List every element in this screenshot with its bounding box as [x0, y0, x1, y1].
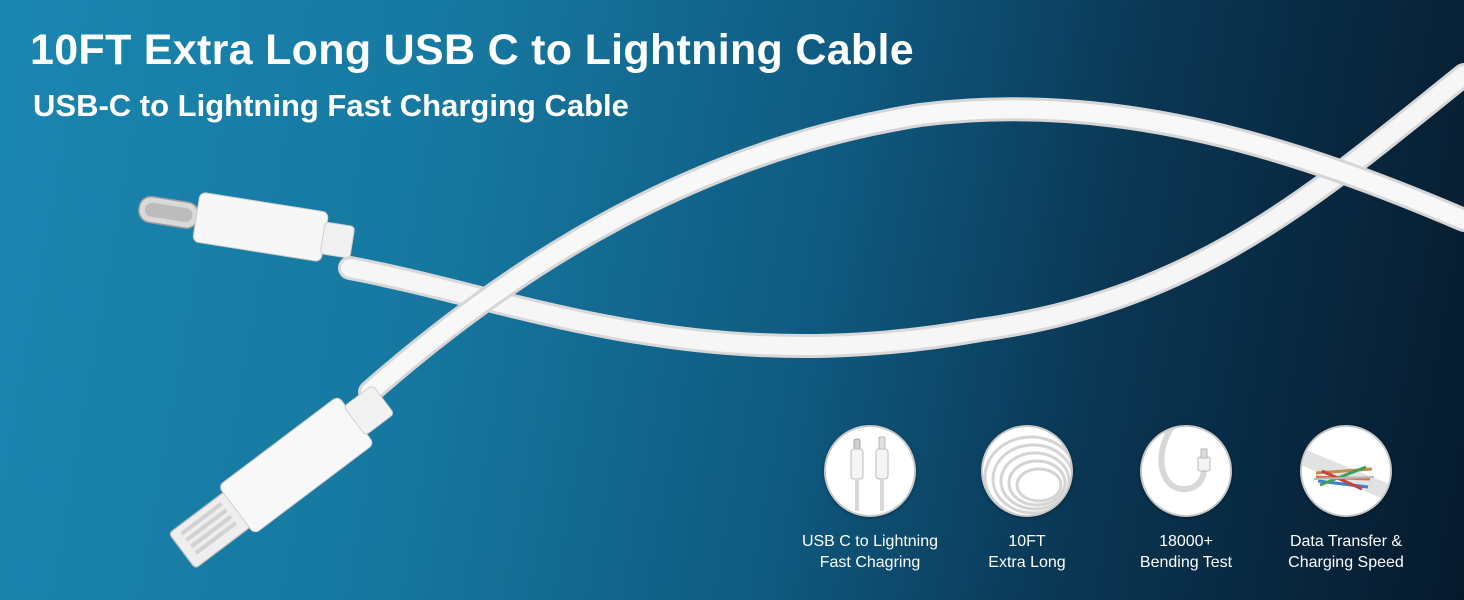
- feature-icon-circle: [981, 425, 1073, 517]
- bent-cable-icon: [1158, 427, 1211, 493]
- connectors-icon: [850, 436, 889, 511]
- usb-c-connector: [138, 192, 355, 262]
- feature-item-extra-long: 10FT Extra Long: [947, 425, 1107, 573]
- lightning-connector: [169, 386, 394, 568]
- feature-item-bending-test: 18000+ Bending Test: [1106, 425, 1266, 573]
- feature-item-data-transfer: Data Transfer & Charging Speed: [1266, 425, 1426, 573]
- feature-label: 10FT Extra Long: [988, 533, 1066, 571]
- feature-label: Data Transfer & Charging Speed: [1288, 533, 1404, 571]
- feature-list: USB C to Lightning Fast Chagring 10FT: [790, 425, 1430, 585]
- page-subtitle: USB-C to Lightning Fast Charging Cable: [33, 88, 629, 123]
- feature-label: USB C to Lightning Fast Chagring: [801, 533, 939, 571]
- wire-core-icon: [1302, 449, 1390, 501]
- feature-icon-circle: [1300, 425, 1392, 517]
- feature-label: 18000+ Bending Test: [1139, 533, 1233, 571]
- feature-icon-circle: [1140, 425, 1232, 517]
- feature-icon-circle: [824, 425, 916, 517]
- feature-item-usb-c-to-lightning: USB C to Lightning Fast Chagring: [790, 425, 950, 573]
- coiled-cable-icon: [983, 435, 1071, 515]
- page-title: 10FT Extra Long USB C to Lightning Cable: [30, 26, 914, 74]
